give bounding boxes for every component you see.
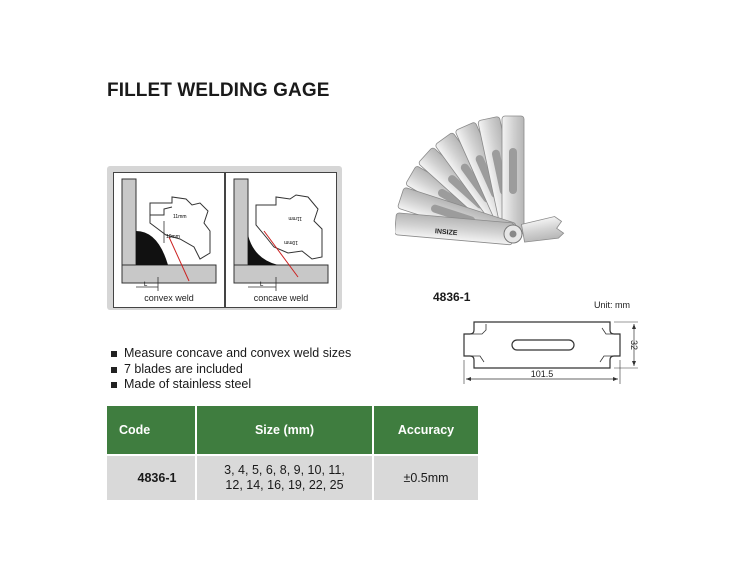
dimension-drawing: 101.5 32 — [460, 312, 645, 397]
convex-weld-bead — [136, 231, 168, 265]
feature-item: 7 blades are included — [111, 362, 351, 378]
fanned-blades-image: INSIZE — [394, 115, 565, 246]
header-accuracy: Accuracy — [373, 406, 478, 455]
length-dimension: 101.5 — [531, 369, 554, 379]
concave-leg-label: L — [260, 282, 264, 288]
concave-label-upper: 11mm — [288, 215, 302, 221]
unit-label: Unit: mm — [594, 300, 630, 310]
feature-item: Made of stainless steel — [111, 377, 351, 393]
table-row: 4836-1 3, 4, 5, 6, 8, 9, 10, 11, 12, 14,… — [107, 454, 478, 500]
feature-item: Measure concave and convex weld sizes — [111, 346, 351, 362]
concave-weld-bead — [248, 235, 278, 265]
page-title: FILLET WELDING GAGE — [107, 80, 330, 101]
blade-slot — [511, 339, 575, 351]
height-dimension: 32 — [629, 340, 639, 350]
feature-list: Measure concave and convex weld sizes 7 … — [111, 346, 351, 393]
weld-diagram: 11mm 10mm L convex weld 11mm 10mm L conc… — [107, 166, 342, 310]
header-code: Code — [107, 406, 197, 455]
blade-outline-drawing: 101.5 32 — [463, 321, 639, 384]
concave-indicator-line — [263, 230, 299, 278]
cell-size-line: 12, 14, 16, 19, 22, 25 — [225, 478, 344, 492]
concave-weld-illustration: 11mm 10mm L — [233, 178, 329, 291]
convex-weld-illustration: 11mm 10mm L — [121, 178, 217, 291]
convex-weld-panel: 11mm 10mm L convex weld — [113, 172, 225, 308]
convex-label-lower: 10mm — [166, 234, 180, 240]
convex-label-upper: 11mm — [173, 214, 187, 220]
spec-table: Code Size (mm) Accuracy 4836-1 3, 4, 5, … — [107, 406, 478, 500]
cell-accuracy: ±0.5mm — [373, 454, 478, 500]
concave-weld-caption: concave weld — [253, 293, 309, 303]
cell-size-line: 3, 4, 5, 6, 8, 9, 10, 11, — [224, 463, 345, 477]
header-size: Size (mm) — [196, 406, 374, 455]
convex-leg-label: L — [144, 282, 148, 288]
cell-size: 3, 4, 5, 6, 8, 9, 10, 11, 12, 14, 16, 19… — [196, 454, 374, 500]
convex-weld-caption: convex weld — [144, 293, 194, 303]
product-model-label: 4836-1 — [433, 290, 471, 304]
brand-mark: INSIZE — [435, 228, 458, 237]
convex-indicator-line — [168, 236, 190, 282]
concave-weld-panel: 11mm 10mm L concave weld — [225, 172, 337, 308]
cell-code: 4836-1 — [107, 454, 197, 500]
concave-label-lower: 10mm — [284, 239, 298, 245]
table-header-row: Code Size (mm) Accuracy — [107, 406, 478, 455]
product-photo: INSIZE — [394, 104, 565, 289]
